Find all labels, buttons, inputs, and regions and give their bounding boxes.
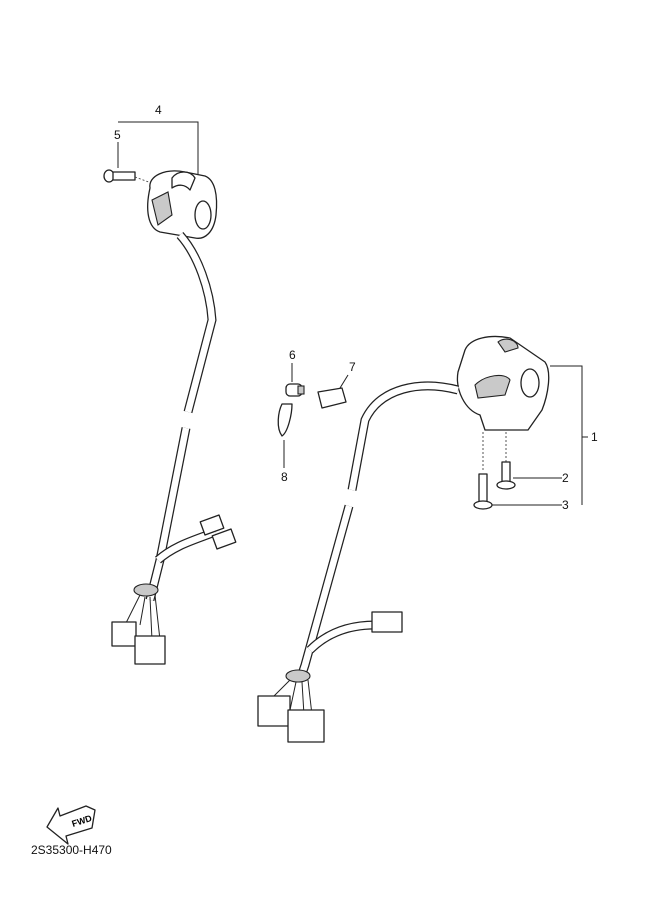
callout-5: 5 <box>114 128 121 142</box>
callout-7: 7 <box>349 360 356 374</box>
callout-1: 1 <box>591 430 598 444</box>
fwd-arrow-icon: FWD <box>46 805 96 845</box>
screw-5 <box>103 169 166 189</box>
callout-4: 4 <box>155 103 162 117</box>
callout-2: 2 <box>562 471 569 485</box>
callout-6: 6 <box>289 348 296 362</box>
diagram-code: 2S35300-H470 <box>31 843 112 857</box>
indicator-bulb-parts <box>277 363 349 468</box>
left-handlebar-switch <box>103 121 237 665</box>
screw-2 <box>496 461 516 490</box>
callout-8: 8 <box>281 470 288 484</box>
callout-3: 3 <box>562 498 569 512</box>
screw-3 <box>473 473 493 510</box>
right-handlebar-switch <box>257 335 588 743</box>
